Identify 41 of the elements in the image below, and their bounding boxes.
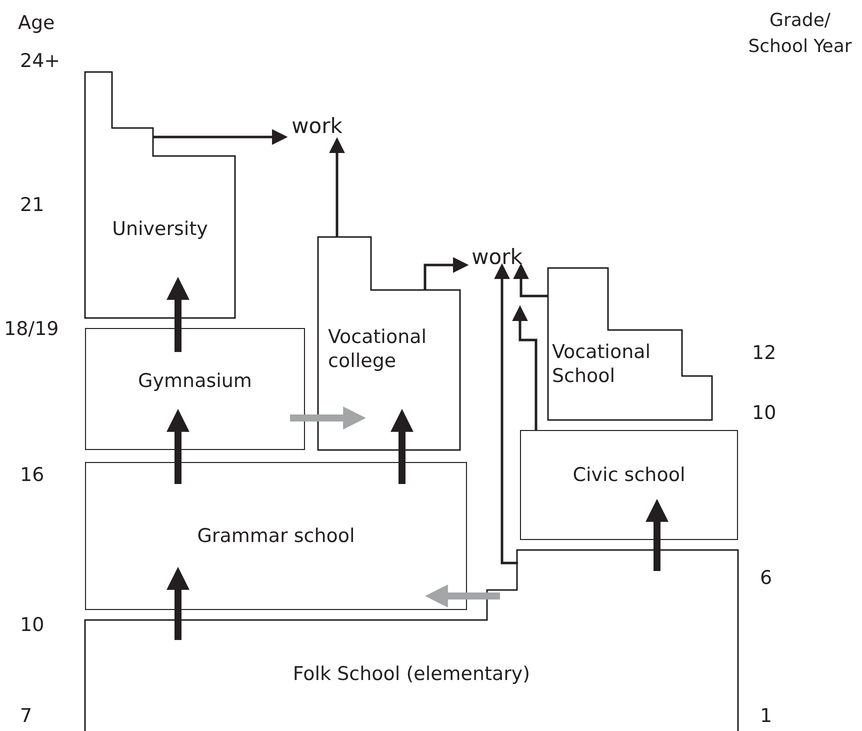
axis-tick-label: 21 <box>20 193 46 218</box>
axis-tick-label: 7 <box>20 704 34 729</box>
node-label: Vocational School <box>552 340 652 388</box>
thick-arrow <box>646 498 668 571</box>
destination-label: work <box>463 243 531 273</box>
axis-title: Age <box>18 11 56 36</box>
axis-tick-label: 18/19 <box>4 317 60 342</box>
axis-tick-label: 1 <box>760 704 774 729</box>
arrow <box>153 129 288 145</box>
school-block <box>548 268 712 420</box>
axis-tick-label: 24+ <box>20 49 62 74</box>
thick-arrow <box>390 408 414 484</box>
destination-label: work <box>288 112 346 142</box>
school-block <box>85 550 738 731</box>
school-block <box>85 72 235 318</box>
thick-arrow <box>290 406 366 430</box>
axis-tick-label: 10 <box>752 401 778 426</box>
thick-arrow <box>424 584 500 608</box>
school-box <box>520 430 738 540</box>
axis-title: Grade/ School Year <box>747 9 853 59</box>
node-label: University <box>112 217 208 241</box>
node-label: Grammar school <box>197 524 355 548</box>
axis-tick-label: 12 <box>752 341 778 366</box>
school-block <box>318 237 460 450</box>
thick-arrow <box>166 408 190 484</box>
thick-arrow <box>166 566 190 640</box>
node-label: Gymnasium <box>138 369 252 393</box>
node-label: Folk School (elementary) <box>292 662 530 686</box>
arrow <box>424 257 469 290</box>
school-box <box>85 328 305 450</box>
thick-arrow <box>166 276 190 352</box>
arrow <box>494 263 518 564</box>
node-label: Vocational college <box>328 325 428 373</box>
axis-tick-label: 6 <box>760 566 774 591</box>
node-label: Civic school <box>572 463 686 487</box>
arrow <box>513 263 548 298</box>
arrow <box>329 137 345 237</box>
axis-tick-label: 10 <box>20 613 46 638</box>
axis-tick-label: 16 <box>20 463 46 488</box>
school-box <box>85 462 467 610</box>
arrow <box>512 305 538 430</box>
